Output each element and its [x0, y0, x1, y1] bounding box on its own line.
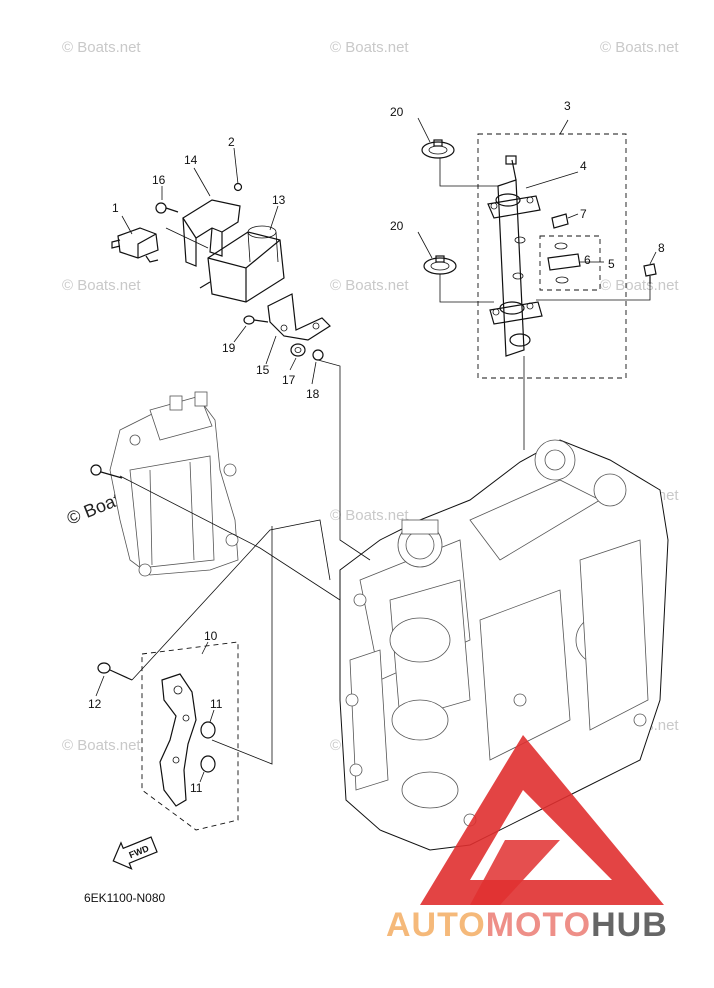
callout-numbers: 1 2 3 4 5 6 7 8 10 11 11 12 13 14 15 16 … [88, 99, 665, 795]
callout-1: 1 [112, 201, 119, 215]
callout-13: 13 [272, 193, 286, 207]
callout-20: 20 [390, 105, 404, 119]
callout-2: 2 [228, 135, 235, 149]
diagram-code: 6EK1100-N080 [84, 891, 165, 905]
callout-3: 3 [564, 99, 571, 113]
group-box-10 [141, 641, 239, 831]
callout-11: 11 [190, 781, 203, 795]
canister-assembly [111, 182, 331, 361]
callout-16: 16 [152, 173, 166, 187]
fwd-arrow: FWD [112, 836, 158, 870]
watermark: © Boats.net [62, 737, 141, 754]
watermark: © Boats.net [330, 277, 409, 294]
callout-10: 10 [204, 629, 218, 643]
engine-block [339, 439, 669, 851]
brand-triangle-icon [420, 735, 664, 905]
watermark: © Boats.net [62, 277, 141, 294]
watermark: © Boats.net [330, 507, 409, 524]
group-box-5 [539, 235, 601, 291]
callout-20: 20 [390, 219, 404, 233]
watermark: © Boats.net [600, 277, 679, 294]
callout-18: 18 [306, 387, 320, 401]
callout-5: 5 [608, 257, 615, 271]
brand-part-hub: HUB [591, 906, 668, 944]
group-box-3 [477, 133, 627, 379]
leader-lines [95, 117, 657, 783]
brand-wordmark: AUTOMOTOHUB [386, 906, 668, 944]
callout-19: 19 [222, 341, 236, 355]
watermark: © Boats.net [600, 39, 679, 56]
callout-12: 12 [88, 697, 102, 711]
callout-8: 8 [658, 241, 665, 255]
callout-4: 4 [580, 159, 587, 173]
callout-11: 11 [210, 697, 223, 711]
watermark: © Boats.net [330, 39, 409, 56]
fuel-rail-assembly [421, 133, 657, 379]
callout-14: 14 [184, 153, 198, 167]
bracket-assembly-10 [97, 641, 239, 831]
brand-part-moto: MOTO [486, 906, 591, 944]
callout-6: 6 [584, 253, 591, 267]
callout-7: 7 [580, 207, 587, 221]
callout-15: 15 [256, 363, 270, 377]
brand-triangle-accent-icon [470, 840, 560, 905]
watermark: © Boats.net [62, 39, 141, 56]
brand-logo: AUTOMOTOHUB [386, 735, 668, 944]
callout-17: 17 [282, 373, 296, 387]
brand-part-auto: AUTO [386, 906, 486, 944]
vapor-separator-ghost [90, 391, 239, 577]
